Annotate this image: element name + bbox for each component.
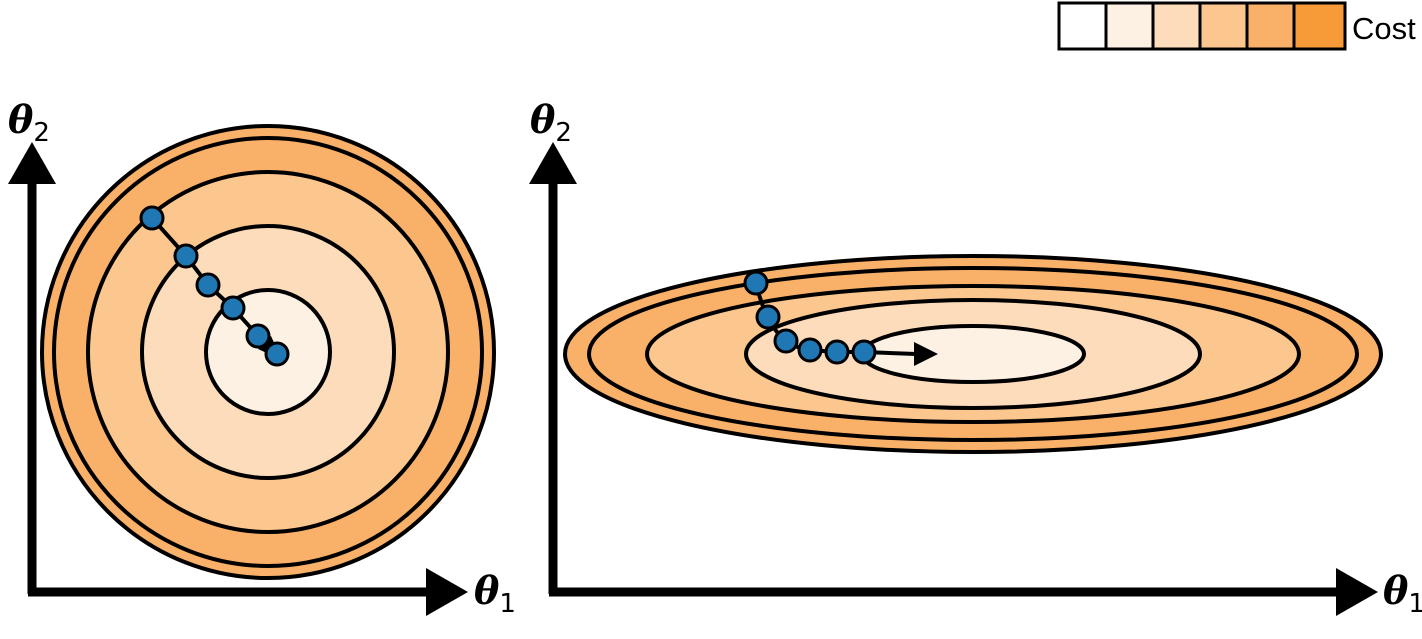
right-path-arrowhead [914, 342, 938, 366]
left-panel: θ2 θ1 [8, 97, 516, 619]
legend-swatch-2 [1104, 1, 1155, 51]
left-x-axis-arrowhead [426, 568, 468, 616]
legend-swatch-4 [1198, 1, 1249, 51]
legend-swatch-5 [1245, 1, 1296, 51]
right-axes [529, 142, 1378, 616]
right-step-point [743, 270, 769, 296]
left-step-point [195, 272, 221, 298]
legend-swatch-6 [1292, 1, 1347, 51]
right-y-axis-arrowhead [529, 142, 577, 184]
right-contours [563, 254, 1383, 454]
right-step-point [824, 339, 850, 365]
right-x-axis-arrowhead [1336, 568, 1378, 616]
right-panel: θ2 θ1 [529, 97, 1422, 619]
left-step-point [220, 295, 246, 321]
left-y-axis-arrowhead [8, 142, 56, 184]
left-y-axis-label: θ2 [8, 97, 50, 148]
legend-swatch-3 [1151, 1, 1202, 51]
right-descent-path [743, 270, 938, 366]
right-step-point [797, 337, 823, 363]
cost-legend: Cost [1057, 1, 1416, 51]
left-x-axis-label: θ1 [474, 568, 516, 619]
legend-swatch-1 [1057, 1, 1108, 51]
legend-label: Cost [1352, 11, 1416, 46]
right-step-point [755, 304, 781, 330]
right-x-axis-label: θ1 [1383, 568, 1422, 619]
right-y-axis-label: θ2 [530, 97, 572, 148]
left-step-point [139, 205, 165, 231]
left-axes [8, 142, 468, 616]
left-step-point [245, 323, 271, 349]
right-step-point [773, 328, 799, 354]
right-step-point [851, 339, 877, 365]
left-step-point [173, 243, 199, 269]
left-step-point [264, 341, 290, 367]
left-descent-path [139, 205, 290, 367]
